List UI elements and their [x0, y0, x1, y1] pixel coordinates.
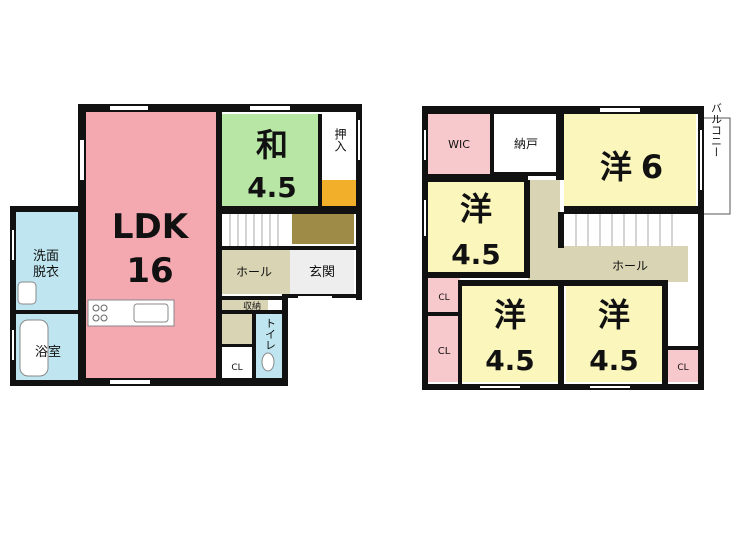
ldk-room [84, 112, 218, 380]
closet-floor2-b [428, 316, 460, 382]
stair-lines-floor1 [229, 214, 279, 246]
room4-size: 4.5 [589, 344, 639, 377]
hall-label-floor1: ホール [236, 265, 272, 279]
genkan-label: 玄関 [309, 265, 335, 280]
toilet-label: トイレ [264, 318, 277, 351]
dark-floor [292, 214, 354, 244]
nando-room [494, 114, 556, 174]
washbasin-icon [17, 281, 37, 305]
stove-burner-icon [92, 304, 100, 312]
washitsu-size: 4.5 [247, 171, 297, 204]
stove-burner-icon [100, 304, 108, 312]
windows-floor1 [12, 106, 360, 384]
western-room-45a [428, 182, 524, 272]
floor-1: LDK 16 和 4.5 押入 洗面 脱衣 浴室 ホール 玄関 収納 トイレ C… [10, 104, 362, 386]
closet-floor2-c [668, 350, 698, 382]
senmen-label-line2: 脱衣 [33, 264, 59, 280]
walls-floor2 [422, 106, 704, 390]
closet-label-floor2-b: CL [438, 346, 451, 357]
western-room-45c [566, 286, 662, 382]
hall-lower-floor1 [222, 314, 252, 346]
stair-accent [322, 180, 358, 206]
bathtub-icon [19, 319, 49, 377]
closet-label-floor2-a: CL [438, 293, 449, 303]
ldk-label: LDK [112, 207, 190, 247]
room2-label: 洋 [460, 190, 492, 228]
room3-size: 4.5 [485, 344, 535, 377]
washitsu-room [222, 114, 322, 206]
wic-room [428, 114, 490, 174]
closet-floor2-a [428, 278, 460, 312]
toilet-icon [261, 352, 275, 372]
western-room-45b [462, 286, 558, 382]
room1-label: 洋 [600, 148, 632, 186]
hall-floor2-lower [528, 246, 688, 282]
room4-label: 洋 [598, 296, 630, 334]
oshiire-label: 押入 [333, 128, 347, 152]
ldk-size: 16 [126, 251, 173, 291]
room1-size: 6 [641, 148, 663, 186]
bath-label: 浴室 [35, 344, 61, 360]
stair-floor1 [222, 214, 288, 246]
hall-floor1 [222, 250, 290, 294]
stove-burner-icon [92, 314, 100, 322]
sink-icon [133, 303, 169, 323]
storage-floor1 [222, 300, 268, 310]
nando-label: 納戸 [514, 137, 538, 151]
room3-label: 洋 [494, 296, 526, 334]
closet-label-floor1: CL [231, 363, 242, 373]
stair-floor2 [564, 212, 694, 246]
floor-2: WIC 納戸 バルコニー 洋 6 洋 4.5 洋 4.5 洋 4.5 ホール C… [422, 103, 731, 390]
balcony-label: バルコニー [710, 103, 723, 158]
room2-size: 4.5 [451, 238, 501, 271]
stove-burner-icon [100, 314, 108, 322]
windows-floor2 [424, 108, 702, 388]
oshiire-closet [322, 114, 358, 180]
senmen-label-line1: 洗面 [33, 249, 59, 264]
storage-label: 収納 [243, 300, 261, 312]
genkan-floor [290, 250, 354, 294]
wic-label: WIC [448, 138, 470, 151]
closet-floor1 [222, 346, 252, 380]
washitsu-label: 和 [256, 126, 288, 164]
closet-label-floor2-c: CL [677, 363, 688, 373]
hall-label-floor2: ホール [612, 259, 648, 273]
western-room-6 [564, 114, 696, 206]
stair-lines-floor2 [575, 214, 673, 246]
